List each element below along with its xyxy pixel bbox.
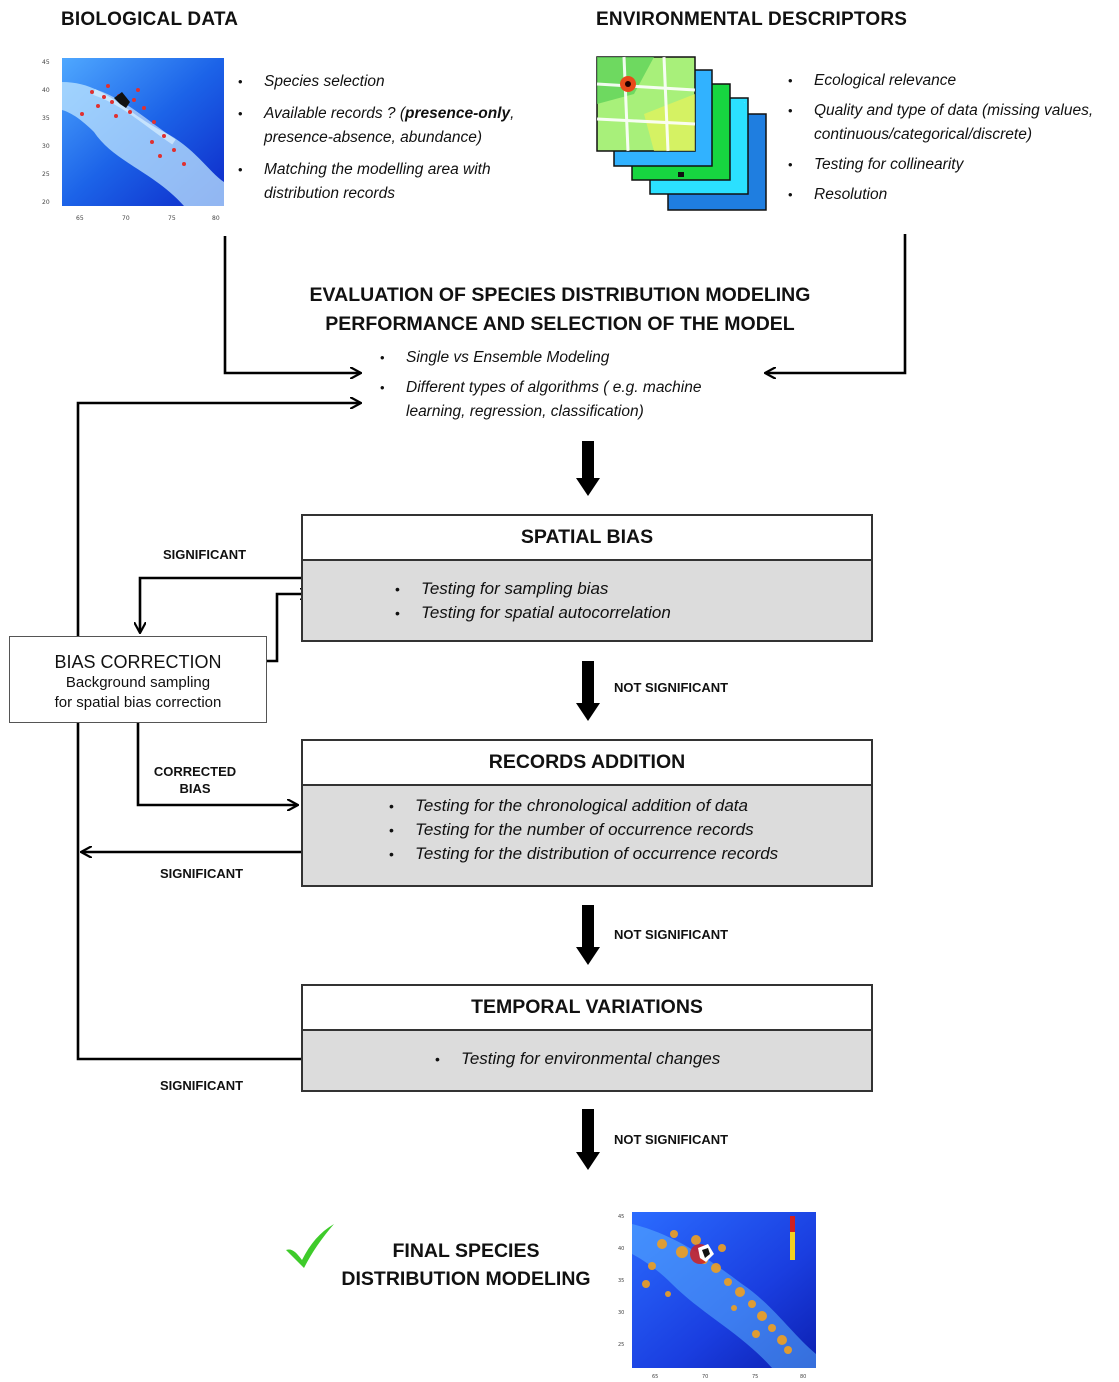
svg-text:75: 75 (752, 1374, 758, 1380)
eval-item-algorithms: Different types of algorithms ( e.g. mac… (378, 376, 738, 424)
biological-list: Species selection Available records ? (p… (236, 70, 536, 214)
final-map-image: 45 40 35 30 25 65 70 75 80 (618, 1212, 816, 1380)
svg-text:45: 45 (42, 59, 50, 66)
temporal-item-environmental: Testing for environmental changes (435, 1047, 720, 1071)
evaluation-list: Single vs Ensemble Modeling Different ty… (378, 346, 738, 432)
temporal-variations-title: TEMPORAL VARIATIONS (303, 986, 871, 1031)
evaluation-title: EVALUATION OF SPECIES DISTRIBUTION MODEL… (260, 281, 860, 339)
svg-text:80: 80 (212, 215, 220, 222)
label-bias: BIAS (179, 781, 211, 796)
bias-correction-line1: Background sampling (65, 674, 211, 691)
temporal-variations-body: Testing for environmental changes (303, 1031, 871, 1090)
final-title-line1: FINAL SPECIES (392, 1240, 540, 1262)
svg-text:65: 65 (76, 215, 84, 222)
svg-text:45: 45 (618, 1214, 624, 1220)
environmental-layers-image: · (596, 56, 767, 211)
env-item-resolution: Resolution (786, 183, 1116, 207)
down-arrow-records (576, 905, 600, 965)
label-not-significant-temporal: NOT SIGNIFICANT (614, 1132, 729, 1147)
env-item-ecological: Ecological relevance (786, 69, 1116, 93)
label-corrected: CORRECTED (153, 764, 237, 779)
svg-text:40: 40 (42, 87, 50, 94)
bio-item-records: Available records ? (presence-only, pres… (236, 102, 536, 150)
env-to-eval-line (766, 234, 907, 373)
evaluation-title-line1: EVALUATION OF SPECIES DISTRIBUTION MODEL… (309, 284, 811, 306)
bias-correction-line2: for spatial bias correction (54, 694, 222, 711)
svg-text:75: 75 (168, 215, 176, 222)
environmental-title: ENVIRONMENTAL DESCRIPTORS (596, 9, 908, 30)
temporal-variations-box: TEMPORAL VARIATIONS Testing for environm… (301, 984, 873, 1092)
spatial-bias-box: SPATIAL BIAS Testing for sampling bias T… (301, 514, 873, 642)
records-item-distribution: Testing for the distribution of occurren… (389, 842, 778, 866)
bias-correction-title: BIAS CORRECTION (54, 652, 222, 672)
svg-text:25: 25 (42, 171, 50, 178)
svg-text:35: 35 (42, 115, 50, 122)
down-arrow-eval (576, 441, 600, 496)
svg-text:25: 25 (618, 1342, 624, 1348)
label-significant-temporal: SIGNIFICANT (160, 1078, 244, 1093)
label-not-significant-spatial: NOT SIGNIFICANT (614, 680, 729, 695)
label-significant-spatial: SIGNIFICANT (163, 547, 247, 562)
svg-text:20: 20 (42, 199, 50, 206)
down-arrow-temporal (576, 1109, 600, 1170)
records-addition-body: Testing for the chronological addition o… (303, 786, 871, 885)
final-title: FINAL SPECIES DISTRIBUTION MODELING (336, 1237, 596, 1293)
svg-text:80: 80 (800, 1374, 806, 1380)
svg-text:70: 70 (702, 1374, 708, 1380)
corrected-bias-line (136, 722, 297, 805)
svg-text:70: 70 (122, 215, 130, 222)
records-addition-box: RECORDS ADDITION Testing for the chronol… (301, 739, 873, 887)
records-item-chronological: Testing for the chronological addition o… (389, 794, 778, 818)
svg-text:30: 30 (618, 1310, 624, 1316)
down-arrow-spatial (576, 661, 600, 721)
biological-data-title: BIOLOGICAL DATA (61, 9, 239, 30)
bias-correction-box: BIAS CORRECTION Background sampling for … (9, 636, 267, 723)
svg-text:·: · (744, 100, 745, 105)
records-addition-title: RECORDS ADDITION (303, 741, 871, 786)
label-significant-records: SIGNIFICANT (160, 866, 244, 881)
bio-to-eval-line (223, 236, 360, 373)
env-item-quality: Quality and type of data (missing values… (786, 99, 1116, 147)
label-not-significant-records: NOT SIGNIFICANT (614, 927, 729, 942)
spatial-bias-title: SPATIAL BIAS (303, 516, 871, 561)
final-title-line2: DISTRIBUTION MODELING (341, 1268, 591, 1290)
spatial-item-sampling: Testing for sampling bias (395, 577, 671, 601)
svg-text:30: 30 (42, 143, 50, 150)
env-item-collinearity: Testing for collinearity (786, 153, 1116, 177)
label-corrected-bias: CORRECTED BIAS (150, 763, 240, 797)
check-icon (286, 1224, 334, 1268)
svg-text:35: 35 (618, 1278, 624, 1284)
records-item-number: Testing for the number of occurrence rec… (389, 818, 778, 842)
evaluation-title-line2: PERFORMANCE AND SELECTION OF THE MODEL (325, 313, 795, 335)
environmental-list: Ecological relevance Quality and type of… (786, 69, 1116, 213)
spatial-item-autocorrelation: Testing for spatial autocorrelation (395, 601, 671, 625)
svg-text:65: 65 (652, 1374, 658, 1380)
bio-item-species: Species selection (236, 70, 536, 94)
spatial-significant-line (140, 576, 302, 632)
bio-item-matching: Matching the modelling area with distrib… (236, 158, 536, 206)
species-map-image: 45 40 35 30 25 20 65 70 75 80 (42, 58, 224, 222)
feedback-loop-line (76, 403, 360, 1061)
eval-item-single-ensemble: Single vs Ensemble Modeling (378, 346, 738, 370)
svg-text:40: 40 (618, 1246, 624, 1252)
spatial-bias-body: Testing for sampling bias Testing for sp… (303, 561, 871, 640)
